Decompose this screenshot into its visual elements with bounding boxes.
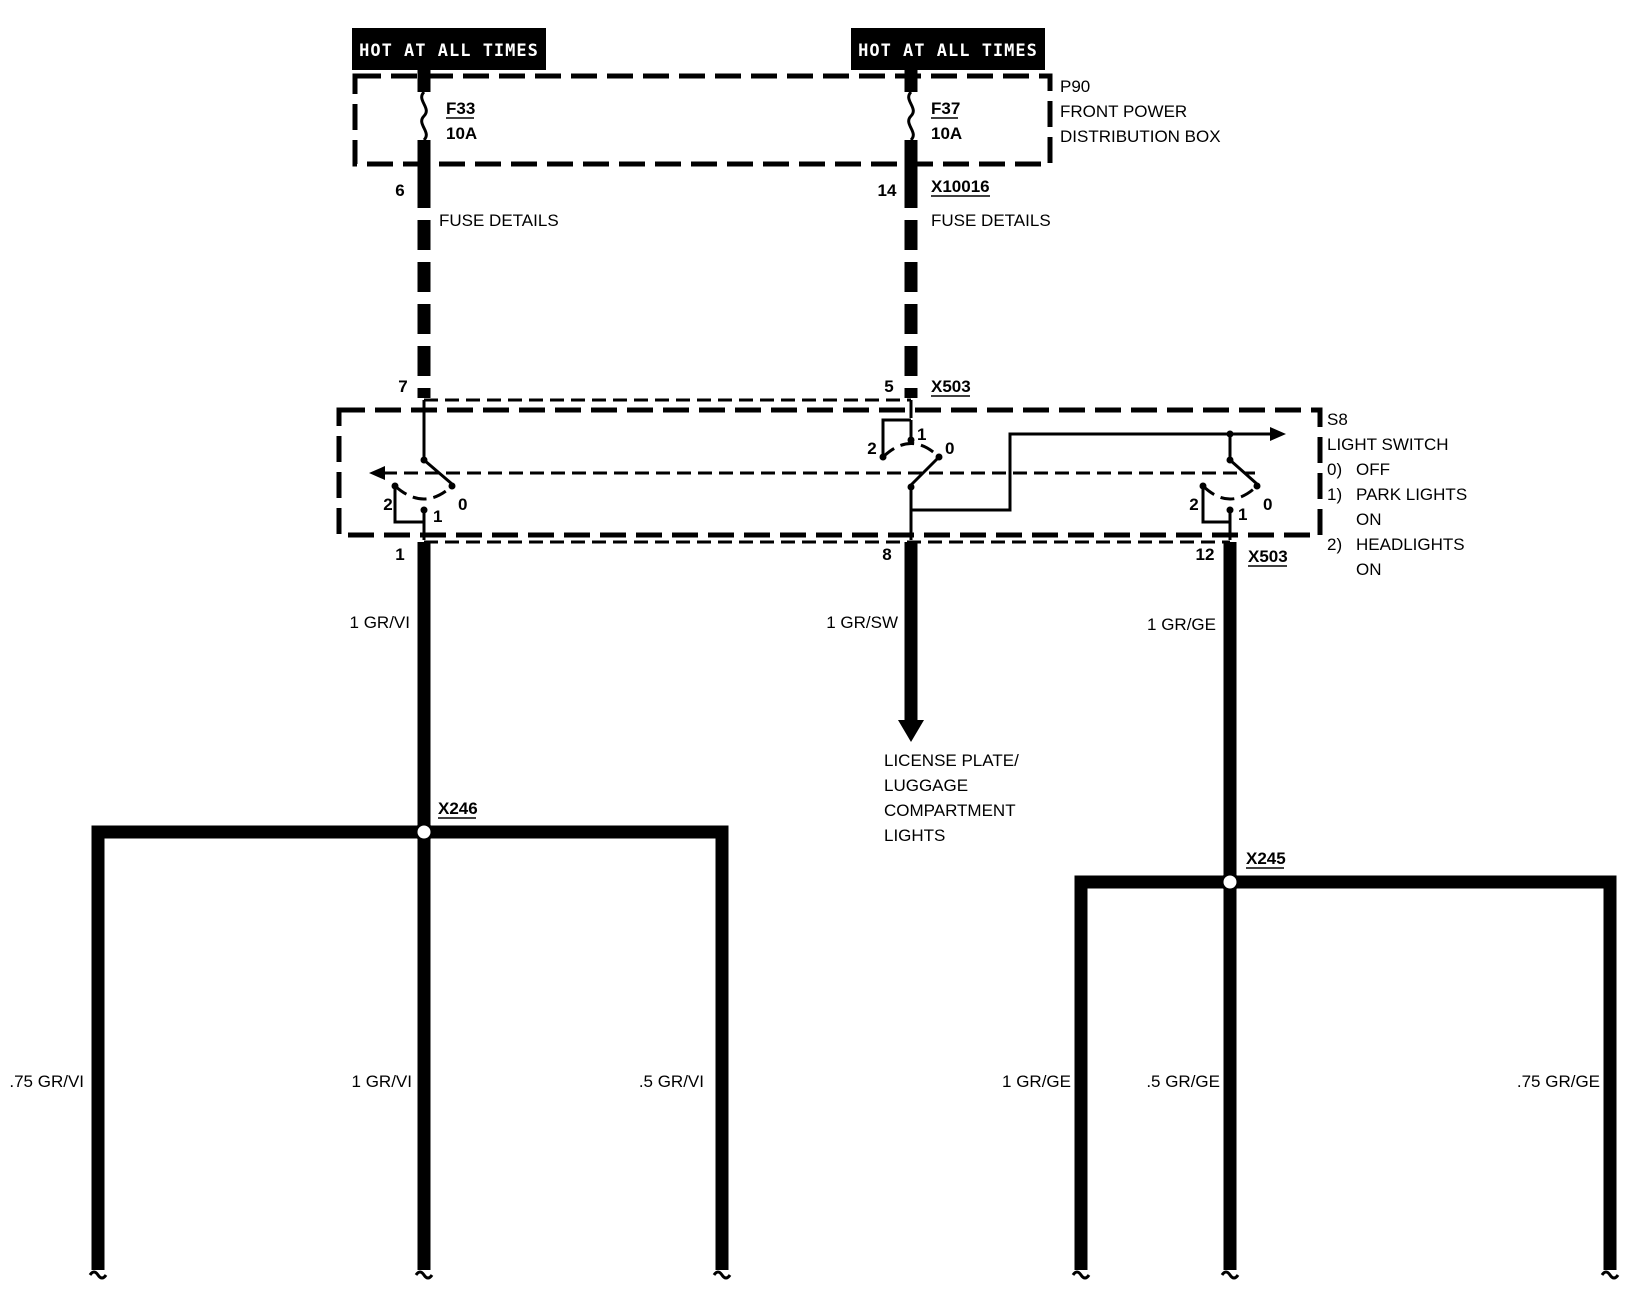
switch-pos-1-label: PARK LIGHTS	[1356, 485, 1467, 504]
dest-line-3: COMPARTMENT	[884, 801, 1016, 820]
header-right-text: HOT AT ALL TIMES	[858, 41, 1038, 61]
fuse-f33-rating: 10A	[446, 124, 477, 143]
switch-pos-0-num: 0)	[1327, 460, 1342, 479]
switch-pos-1-label2: ON	[1356, 510, 1382, 529]
header-left-text: HOT AT ALL TIMES	[359, 41, 539, 61]
connector-x10016: X10016	[931, 177, 990, 196]
wire-mid-arrow	[898, 720, 924, 742]
switch-pos-0-label: OFF	[1356, 460, 1390, 479]
right-pin-14: 14	[878, 181, 897, 200]
switch-connector-bottom: X503	[1248, 547, 1288, 566]
right-contact-1: 1	[1238, 505, 1247, 524]
splice-x246-label: X246	[438, 799, 478, 818]
wire-right-main-label: 1 GR/GE	[1147, 615, 1216, 634]
fuse-f37-symbol	[907, 90, 915, 142]
switch-element-right: 2 1 0	[1189, 430, 1272, 540]
branch-left-3-label: .5 GR/VI	[639, 1072, 704, 1091]
branch-left-1-label: .75 GR/VI	[9, 1072, 84, 1091]
branch-right-3-label: .75 GR/GE	[1517, 1072, 1600, 1091]
switch-pos-2-label2: ON	[1356, 560, 1382, 579]
fuse-f33-name: F33	[446, 99, 475, 118]
wire-left-main-label: 1 GR/VI	[350, 613, 410, 632]
left-contact-1: 1	[433, 507, 442, 526]
switch-pin-12: 12	[1196, 545, 1215, 564]
wire-breaks	[88, 1270, 1620, 1280]
right-contact-2: 2	[1189, 495, 1198, 514]
switch-pin-8: 8	[882, 545, 891, 564]
splice-right-bus	[1074, 875, 1617, 1270]
dest-line-2: LUGGAGE	[884, 776, 968, 795]
switch-pin-5: 5	[884, 377, 893, 396]
fuse-f37-name: F37	[931, 99, 960, 118]
dest-line-4: LIGHTS	[884, 826, 945, 845]
switch-pin-1: 1	[395, 545, 404, 564]
branch-right-2-label: .5 GR/GE	[1146, 1072, 1220, 1091]
left-pin-6: 6	[395, 181, 404, 200]
distribution-box-outline	[352, 73, 1053, 167]
light-switch-name: LIGHT SWITCH	[1327, 435, 1449, 454]
fuse-details-left: FUSE DETAILS	[439, 211, 559, 230]
left-contact-0: 0	[458, 495, 467, 514]
splice-x245-label: X245	[1246, 849, 1286, 868]
branch-right-1-label: 1 GR/GE	[1002, 1072, 1071, 1091]
switch-pos-2-num: 2)	[1327, 535, 1342, 554]
distribution-box-line1: FRONT POWER	[1060, 102, 1187, 121]
splice-left-bus	[91, 825, 729, 1270]
switch-element-middle: 2 1 0	[867, 400, 1286, 540]
splice-x246-node	[414, 822, 434, 842]
splice-x245-node	[1220, 872, 1240, 892]
switch-element-left: 2 1 0	[383, 400, 467, 540]
linkage-arrow-left	[369, 466, 385, 480]
mid-contact-1: 1	[917, 425, 926, 444]
wire-mid-main-label: 1 GR/SW	[826, 613, 898, 632]
fuse-f37-rating: 10A	[931, 124, 962, 143]
switch-connector-top: X503	[931, 377, 971, 396]
left-contact-2: 2	[383, 495, 392, 514]
distribution-box-line2: DISTRIBUTION BOX	[1060, 127, 1221, 146]
mid-contact-2: 2	[867, 439, 876, 458]
fuse-f33-symbol	[420, 90, 428, 142]
right-contact-0: 0	[1263, 495, 1272, 514]
switch-pin-7: 7	[398, 377, 407, 396]
switch-pos-2-label: HEADLIGHTS	[1356, 535, 1465, 554]
header-right: HOT AT ALL TIMES	[851, 28, 1045, 70]
header-left: HOT AT ALL TIMES	[352, 28, 546, 70]
switch-pos-1-num: 1)	[1327, 485, 1342, 504]
mid-contact-0: 0	[945, 439, 954, 458]
distribution-box-id: P90	[1060, 77, 1090, 96]
light-switch-id: S8	[1327, 410, 1348, 429]
light-switch-outline	[336, 407, 1323, 538]
fuse-details-right: FUSE DETAILS	[931, 211, 1051, 230]
branch-left-2-label: 1 GR/VI	[352, 1072, 412, 1091]
dest-line-1: LICENSE PLATE/	[884, 751, 1019, 770]
